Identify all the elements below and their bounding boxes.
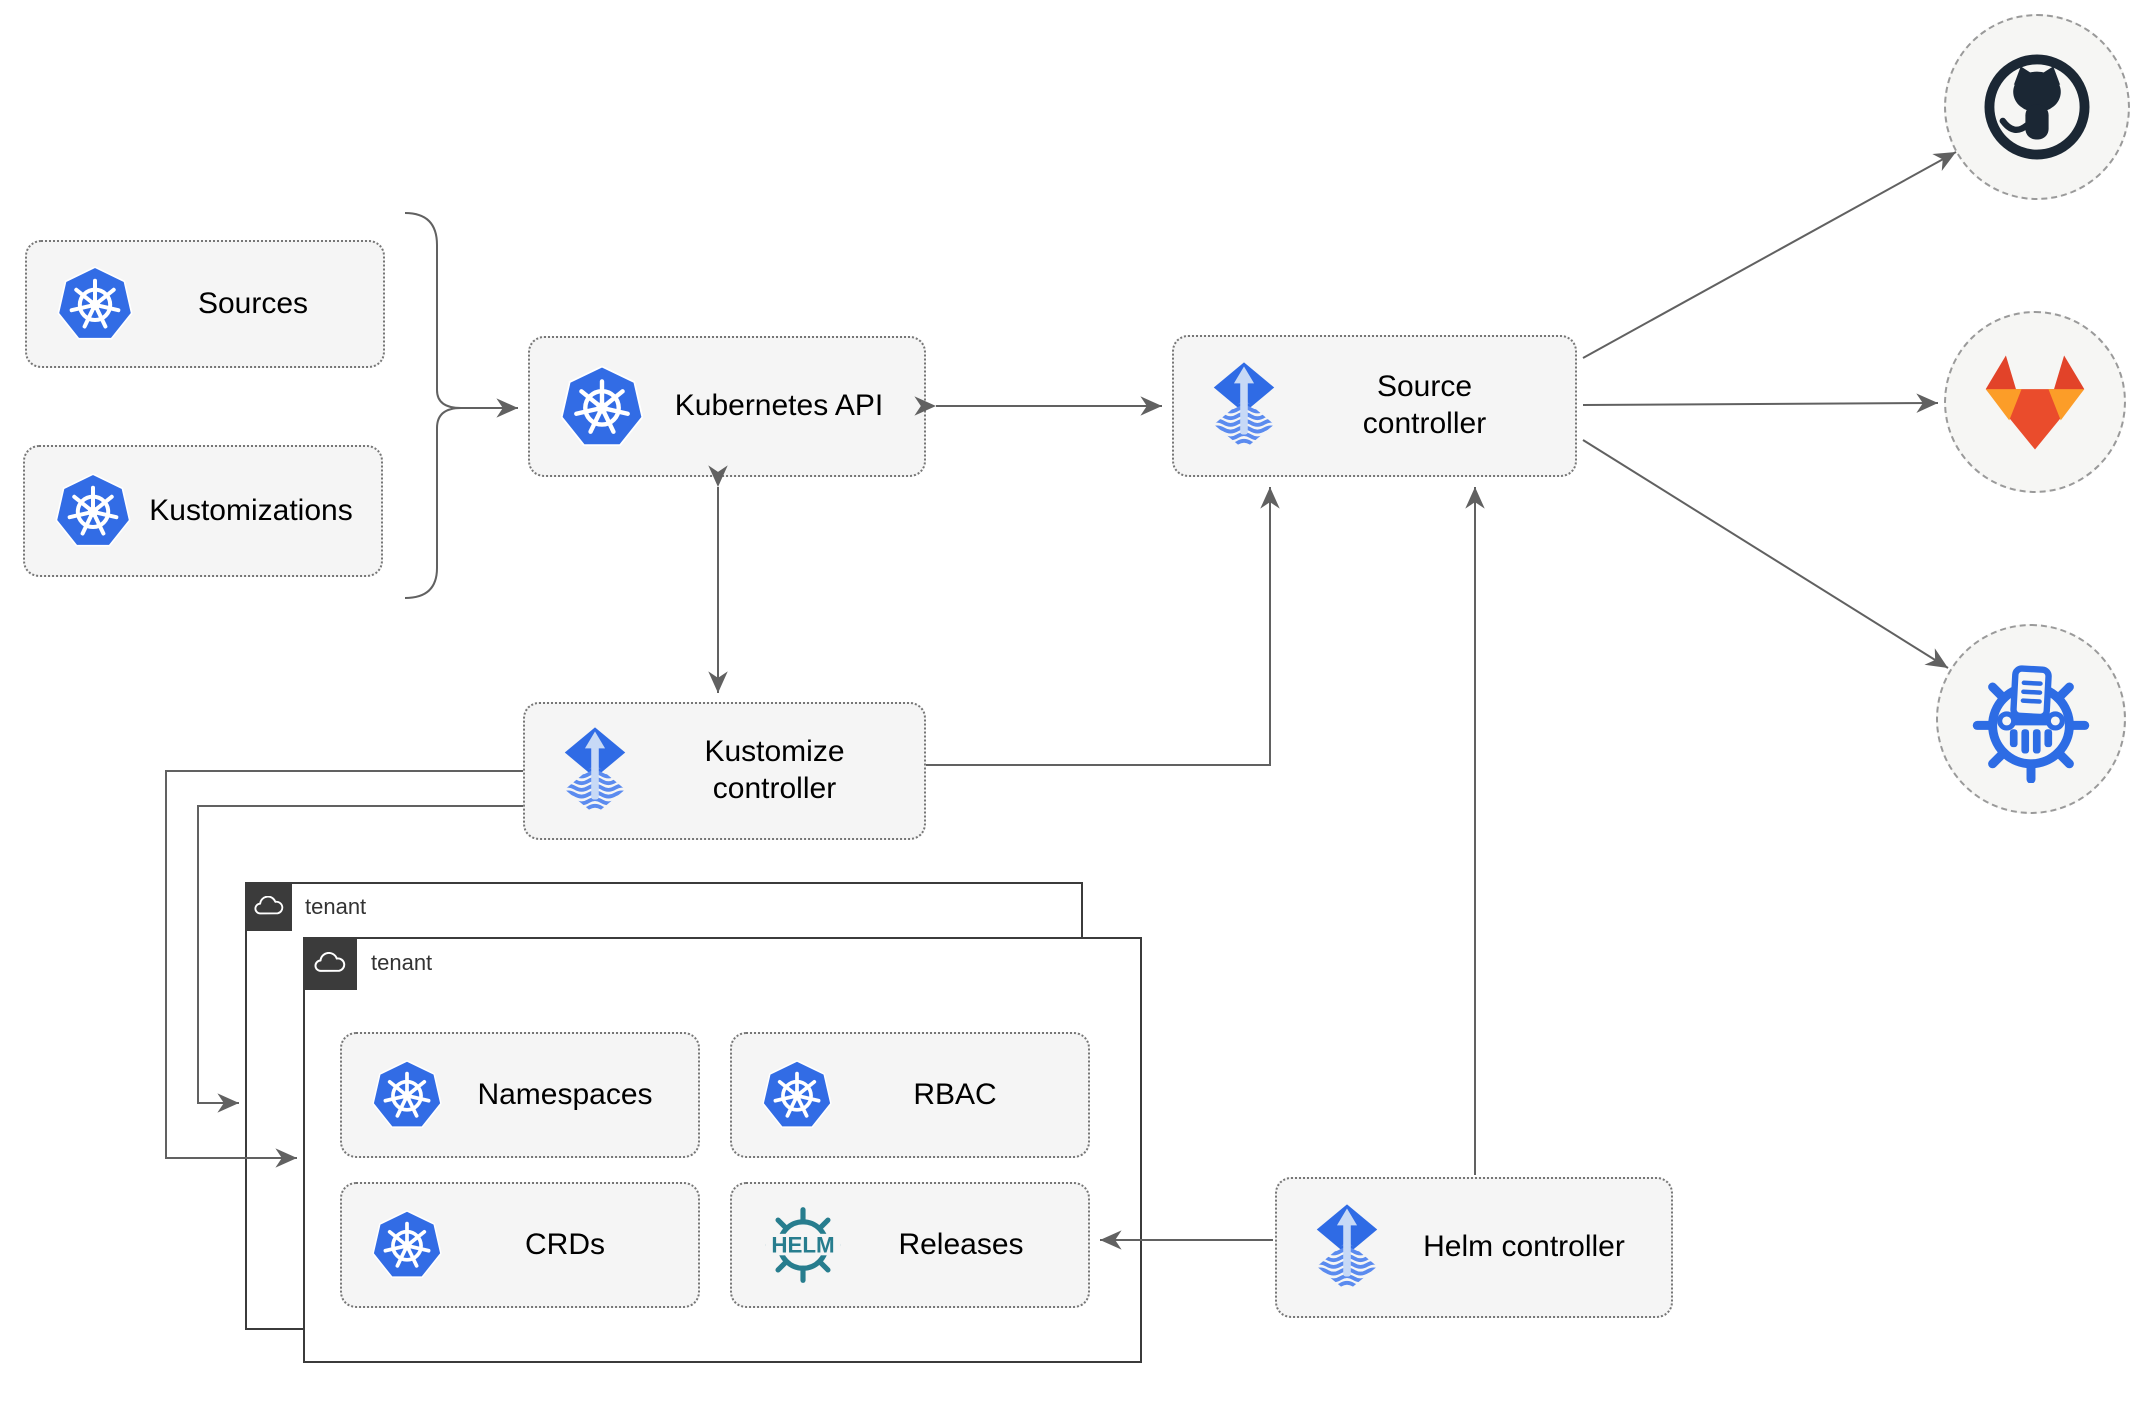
node-kubernetes-api: Kubernetes API [528, 336, 926, 477]
kubernetes-icon [55, 264, 135, 344]
kubernetes-icon [760, 1058, 834, 1132]
endpoint-chart-repository [1936, 624, 2126, 814]
kubernetes-icon [370, 1058, 444, 1132]
tenant-inner-label: tenant [371, 950, 433, 975]
node-label: Namespaces [477, 1077, 653, 1111]
kubernetes-icon [558, 363, 646, 451]
node-label: Sources [197, 286, 309, 320]
tenant-outer-label: tenant [305, 894, 367, 919]
kubernetes-icon [370, 1208, 444, 1282]
endpoint-github [1944, 14, 2130, 200]
node-label: Kubernetes API [674, 389, 884, 423]
node-namespaces: Namespaces [340, 1032, 700, 1158]
tenant-inner-tab [303, 937, 357, 990]
tenant-outer-tab [245, 882, 292, 931]
node-releases: Releases [730, 1182, 1090, 1308]
node-label: Kustomize controller [704, 735, 845, 805]
node-label: Source controller [1362, 370, 1487, 440]
node-sources: Sources [25, 240, 385, 368]
gitlab-icon [1979, 351, 2091, 454]
node-label: CRDs [525, 1227, 605, 1261]
node-label: RBAC [913, 1077, 997, 1111]
bracket-sources-kustomizations [404, 212, 462, 599]
edge-kustomize-to-source-controller [926, 487, 1280, 766]
chartmuseum-icon [1967, 655, 2095, 783]
edge-source-controller-to-gitlab [1582, 393, 1939, 413]
node-label: Releases [898, 1227, 1024, 1261]
flux-icon [1202, 359, 1286, 453]
kubernetes-icon [53, 471, 133, 551]
cloud-icon [254, 896, 284, 917]
edge-source-controller-to-chart-repository [1582, 439, 1949, 669]
node-rbac: RBAC [730, 1032, 1090, 1158]
node-label: Helm controller [1423, 1230, 1625, 1264]
node-label: Kustomizations [149, 493, 353, 527]
github-icon [1979, 49, 2095, 165]
endpoint-gitlab [1944, 311, 2126, 493]
node-source-controller: Source controller [1172, 335, 1577, 477]
flux-icon [1305, 1201, 1389, 1295]
node-kustomizations: Kustomizations [23, 445, 383, 577]
helm-icon [760, 1202, 846, 1288]
node-kustomize-controller: Kustomize controller [523, 702, 926, 840]
node-crds: CRDs [340, 1182, 700, 1308]
edge-source-controller-to-github [1582, 151, 1957, 359]
cloud-icon [314, 952, 346, 975]
flux-icon [553, 724, 637, 818]
node-helm-controller: Helm controller [1275, 1177, 1673, 1318]
